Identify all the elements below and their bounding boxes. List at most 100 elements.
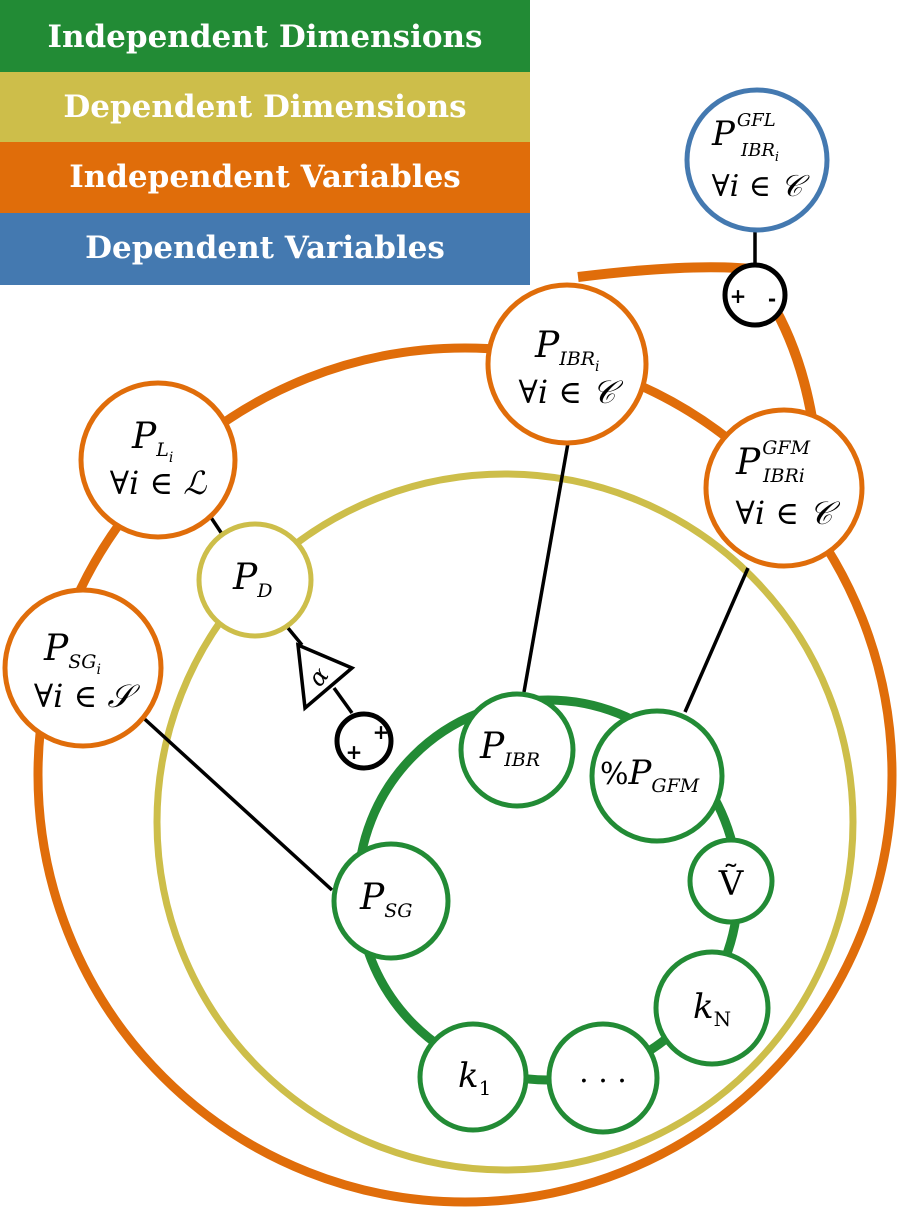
sum-bottom-left-sign: + [346,740,363,764]
node-p-sg-base: P [359,877,385,918]
node-p-ibr-gfl-sup: GFL [737,110,776,131]
sum-junction-top: + - [722,262,788,328]
node-p-sg-label: PSG [359,877,412,922]
node-ellipsis-circle [546,1021,660,1135]
legend-independent-variables-swatch [0,142,530,213]
node-p-ibr-gfm-sub: IBRi [762,465,805,487]
node-ellipsis-label: . . . [579,1055,627,1090]
node-k-n-label: kN [693,987,731,1031]
node-p-sg-circle [331,841,451,961]
connector-demand-to-gain [286,626,304,647]
sum-junction-top-circle [722,262,788,328]
node-p-ibr-gfm-domain: ∀i ∈ 𝒞 [736,494,842,532]
node-pct-p-gfm-label: %PGFM [600,753,700,797]
gain-alpha: α [295,642,356,712]
node-k-1: k1 [417,1021,529,1133]
node-pct-p-gfm-sub: GFM [651,775,699,797]
node-k-n-base: k [693,987,714,1027]
node-p-ibr-i-label: PIBRi [534,325,600,375]
independent-variables-ring [33,343,897,1207]
sum-top-plus-sign: + [730,284,747,308]
node-p-ibr-i-domain: ∀i ∈ 𝒞 [519,373,625,411]
legend-dependent-variables-swatch [0,213,530,285]
node-p-ibr-gfl-sub: IBR [740,140,775,161]
node-v-tilde-label: Ṽ [718,864,745,904]
node-k-1-base: k [458,1056,479,1096]
sum-junction-bottom-circle [334,711,394,771]
node-p-ibr-sub: IBR [503,749,540,771]
node-p-sg-i-sub: SG [68,651,96,673]
connector-ibr-i-to-ibr [522,442,570,693]
legend-independent-dimensions-swatch [0,0,530,72]
node-p-l-i-subsub: i [169,450,173,466]
node-p-ibr-base: P [479,726,505,767]
connector-gfm-to-pct [683,567,750,713]
node-p-ibr: PIBR [458,691,576,809]
legend-independent-variables-label: Independent Variables [69,159,461,195]
node-p-ibr-gfl-circle [684,87,830,233]
node-p-d-label: PD [232,557,272,602]
node-pct-p-gfm-prefix: % [600,757,629,792]
sum-bottom-right-sign: + [373,720,390,744]
sum-junction-bottom: + + [334,711,394,771]
node-p-sg-i-domain: ∀i ∈ 𝒮 [34,677,141,715]
node-k-n-circle [653,949,771,1067]
dependent-dimensions-ring [153,470,857,1174]
node-pct-p-gfm-base: P [628,753,653,793]
legend: Independent Dimensions Dependent Dimensi… [0,0,530,285]
node-p-l-i: PLi ∀i ∈ ℒ [78,380,238,540]
node-p-ibr-gfm-circle [703,407,865,569]
node-k-n: kN [653,949,771,1067]
node-pct-p-gfm: %PGFM [589,708,725,844]
gain-triangle [295,642,356,712]
node-p-l-i-base: P [131,416,157,457]
sum-top-minus-sign: - [768,287,776,311]
node-p-l-i-domain: ∀i ∈ ℒ [110,464,208,502]
node-p-sg-i-base: P [43,628,69,669]
node-k-1-circle [417,1021,529,1133]
node-p-sg-i-label: PSGi [43,628,101,678]
node-p-ibr-circle [458,691,576,809]
node-p-l-i-circle [78,380,238,540]
node-ellipsis: . . . [546,1021,660,1135]
node-k-1-sub: 1 [479,1076,492,1100]
connector-load-to-demand [208,515,224,535]
node-p-ibr-i-subsub: i [595,359,599,375]
node-p-d-sub: D [256,580,272,602]
node-p-ibr-i: PIBRi ∀i ∈ 𝒞 [485,282,649,446]
node-p-ibr-gfm-base: P [735,442,761,483]
node-p-ibr-gfl-subsub: i [775,150,779,165]
connector-gain-to-sum [332,686,354,715]
node-pct-p-gfm-circle [589,708,725,844]
node-p-ibr-label: PIBR [479,726,540,771]
node-p-ibr-gfl-base: P [711,114,736,154]
node-p-sg: PSG [331,841,451,961]
connectors [136,232,757,892]
legend-dependent-dimensions-label: Dependent Dimensions [63,89,466,125]
node-p-d-circle [196,521,314,639]
node-p-l-i-sub: L [155,439,169,461]
connector-sg-i-to-sg [136,711,334,892]
node-p-ibr-gfm-sup: GFM [762,437,810,459]
node-p-sg-i-circle [2,587,164,749]
node-p-sg-i: PSGi ∀i ∈ 𝒮 [2,587,164,749]
node-p-ibr-i-base: P [534,325,560,366]
node-k-1-label: k1 [458,1056,491,1100]
node-v-tilde: Ṽ [687,837,775,925]
node-p-ibr-i-circle [485,282,649,446]
node-k-n-sub: N [714,1007,732,1031]
node-p-sg-i-subsub: i [96,662,100,678]
node-p-d: PD [196,521,314,639]
node-p-d-base: P [232,557,258,598]
legend-independent-dimensions-label: Independent Dimensions [47,19,482,55]
node-p-l-i-label: PLi [131,416,173,466]
node-p-sg-sub: SG [384,900,412,922]
node-p-ibr-gfl-domain: ∀i ∈ 𝒞 [712,169,811,204]
legend-dependent-variables-label: Dependent Variables [85,230,445,266]
node-p-ibr-i-sub: IBR [558,348,595,370]
